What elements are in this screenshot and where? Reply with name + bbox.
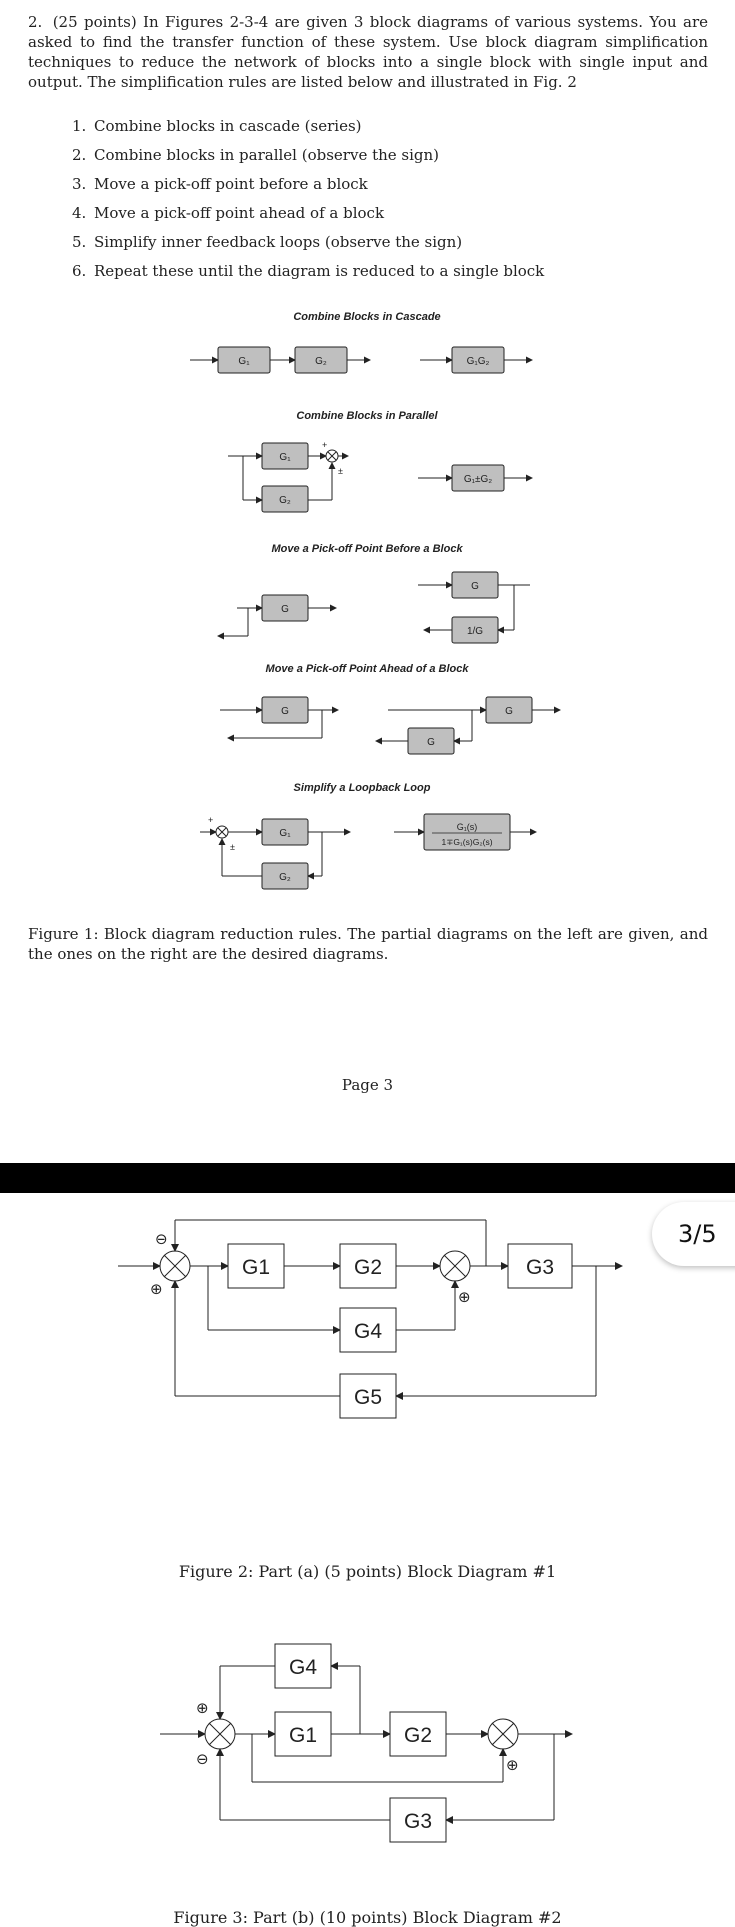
rule-item: 3.Move a pick-off point before a block bbox=[72, 175, 368, 193]
fig2-g1-label: G1 bbox=[242, 1256, 270, 1279]
before-g-label: G bbox=[281, 604, 289, 615]
fig2-plus-sign-1: ⊕ bbox=[150, 1281, 163, 1298]
cascade-g2-label: G₂ bbox=[315, 356, 327, 367]
before-right-g-label: G bbox=[471, 581, 479, 592]
problem-number: 2. bbox=[28, 13, 43, 31]
page-separator bbox=[0, 1163, 735, 1193]
fig3-g1-block bbox=[274, 1711, 332, 1757]
problem-statement: 2. (25 points) In Figures 2-3-4 are give… bbox=[28, 12, 708, 92]
figure-1-reduction-rules: Combine Blocks in Cascade G₁ G₂ G₁G₂ Com… bbox=[190, 311, 561, 890]
page-3: 2. (25 points) In Figures 2-3-4 are give… bbox=[28, 12, 708, 1094]
parallel-g1-label: G₁ bbox=[279, 452, 291, 463]
fig3-g2-label: G2 bbox=[404, 1724, 432, 1747]
before-inv-g-label: 1/G bbox=[467, 626, 483, 637]
title-before: Move a Pick-off Point Before a Block bbox=[271, 543, 463, 555]
rule-item: 4.Move a pick-off point ahead of a block bbox=[72, 204, 385, 222]
figure-3-diagram: ⊕ ⊖ G1 G2 ⊕ G4 G3 bbox=[160, 1643, 573, 1843]
fig2-g2-label: G2 bbox=[354, 1256, 382, 1279]
title-cascade: Combine Blocks in Cascade bbox=[293, 311, 440, 323]
rule-item: 5.Simplify inner feedback loops (observe… bbox=[72, 233, 463, 251]
fig2-plus-sign-2: ⊕ bbox=[458, 1289, 471, 1306]
ahead-g-label: G bbox=[281, 706, 289, 717]
fig3-g1-label: G1 bbox=[289, 1724, 317, 1747]
parallel-pm-sign: ± bbox=[338, 466, 343, 476]
figure-2-caption: Figure 2: Part (a) (5 points) Block Diag… bbox=[178, 1562, 557, 1581]
rule-item: 1.Combine blocks in cascade (series) bbox=[72, 117, 362, 135]
fig3-g3-block bbox=[389, 1797, 447, 1843]
loop-plus-sign: + bbox=[208, 815, 213, 825]
loop-pm-sign: ± bbox=[230, 842, 235, 852]
problem-text: (25 points) In Figures 2-3-4 are given 3… bbox=[28, 13, 708, 91]
page-number: Page 3 bbox=[341, 1076, 394, 1094]
loop-numerator: G₁(s) bbox=[457, 822, 478, 832]
title-parallel: Combine Blocks in Parallel bbox=[296, 410, 438, 422]
fig2-g3-block bbox=[507, 1243, 573, 1289]
fig2-g3-label: G3 bbox=[526, 1256, 554, 1279]
rule-item: 2.Combine blocks in parallel (observe th… bbox=[72, 146, 440, 164]
fig3-g3-label: G3 bbox=[404, 1810, 432, 1833]
figure-3-caption: Figure 3: Part (b) (10 points) Block Dia… bbox=[173, 1908, 562, 1927]
parallel-plus-sign: + bbox=[322, 440, 327, 450]
figure-2-diagram: ⊖ ⊕ G1 G2 ⊕ G3 G4 G5 bbox=[118, 1219, 623, 1419]
cascade-g1-label: G₁ bbox=[238, 356, 250, 367]
fig3-g2-block bbox=[389, 1711, 447, 1757]
title-loop: Simplify a Loopback Loop bbox=[294, 782, 431, 794]
cascade-g1g2-label: G₁G₂ bbox=[467, 356, 490, 367]
fig3-g4-label: G4 bbox=[289, 1656, 317, 1679]
loop-g2-label: G₂ bbox=[279, 872, 291, 883]
ahead-right-g-label: G bbox=[505, 706, 513, 717]
fig3-minus-sign: ⊖ bbox=[196, 1751, 209, 1768]
loop-denominator: 1∓G₁(s)G₂(s) bbox=[441, 837, 492, 847]
parallel-g1pmg2-label: G₁±G₂ bbox=[464, 474, 492, 485]
simplification-rules-list: 1.Combine blocks in cascade (series) 2.C… bbox=[72, 112, 544, 286]
page-indicator-badge: 3/5 bbox=[652, 1202, 735, 1266]
fig3-plus-sign-2: ⊕ bbox=[506, 1757, 519, 1774]
fig3-plus-sign-1: ⊕ bbox=[196, 1700, 209, 1717]
fig2-g4-label: G4 bbox=[354, 1320, 382, 1343]
title-ahead: Move a Pick-off Point Ahead of a Block bbox=[266, 663, 470, 675]
fig3-g4-block bbox=[274, 1643, 332, 1689]
fig2-minus-sign: ⊖ bbox=[155, 1231, 168, 1248]
fig2-g2-block bbox=[339, 1243, 397, 1289]
figure-1-caption: Figure 1: Block diagram reduction rules.… bbox=[28, 925, 708, 963]
parallel-g2-label: G₂ bbox=[279, 495, 291, 506]
loop-g1-label: G₁ bbox=[279, 828, 291, 839]
figures-2-3: ⊖ ⊕ G1 G2 ⊕ G3 G4 G5 bbox=[118, 1219, 623, 1843]
ahead-moved-g-label: G bbox=[427, 737, 435, 748]
rule-item: 6.Repeat these until the diagram is redu… bbox=[72, 262, 545, 280]
fig2-g5-label: G5 bbox=[354, 1386, 382, 1409]
